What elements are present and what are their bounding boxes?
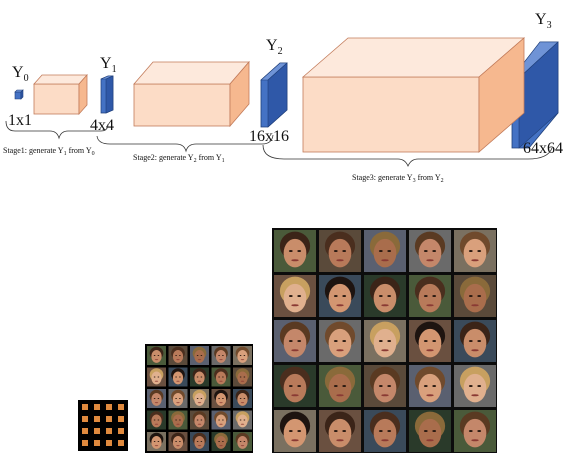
generator-block-stage3	[301, 37, 526, 153]
sample-cell	[82, 428, 88, 434]
sample-cell	[118, 416, 124, 422]
face-sample	[147, 367, 166, 387]
face-sample	[168, 389, 188, 408]
face-sample	[454, 230, 496, 272]
face-sample	[274, 320, 316, 362]
face-sample	[147, 389, 166, 408]
face-sample	[190, 432, 209, 451]
sample-cell	[94, 440, 100, 446]
face-sample	[364, 365, 406, 407]
sample-cell	[106, 404, 112, 410]
face-sample	[211, 367, 231, 387]
face-sample	[233, 410, 252, 430]
sample-cell	[106, 416, 112, 422]
face-sample	[319, 365, 361, 407]
face-sample	[409, 275, 451, 317]
size-label-y1: 4x4	[90, 117, 114, 134]
sample-cell	[106, 428, 112, 434]
face-sample	[319, 320, 361, 362]
face-sample	[319, 275, 361, 317]
sample-cell	[82, 416, 88, 422]
sample-cell	[118, 404, 124, 410]
face-sample	[454, 275, 496, 317]
face-sample	[319, 230, 361, 272]
face-sample	[147, 346, 166, 365]
face-sample	[147, 410, 166, 430]
tensor-y0	[14, 89, 24, 100]
sample-grid-16x16	[145, 344, 253, 453]
size-label-y3: 64x64	[523, 140, 563, 157]
face-sample	[190, 410, 209, 430]
sample-cell	[94, 404, 100, 410]
stage1-caption: Stage1: generate Y1 from Y0	[3, 146, 95, 157]
face-sample	[211, 389, 231, 408]
sample-grid-4x4	[78, 400, 128, 451]
face-sample	[233, 346, 252, 365]
face-sample	[319, 410, 361, 452]
y2-label: Y2	[266, 37, 283, 57]
face-sample	[147, 432, 166, 451]
face-sample	[233, 367, 252, 387]
face-sample	[364, 410, 406, 452]
face-sample	[409, 365, 451, 407]
stage3-brace	[262, 144, 553, 168]
y1-label: Y1	[100, 55, 117, 75]
face-sample	[274, 365, 316, 407]
sample-grid-64x64	[272, 228, 497, 453]
sample-cell	[94, 416, 100, 422]
generator-block-stage1	[33, 73, 88, 116]
sample-cell	[118, 440, 124, 446]
face-sample	[409, 230, 451, 272]
size-label-y2: 16x16	[249, 128, 289, 145]
face-sample	[409, 320, 451, 362]
face-sample	[168, 410, 188, 430]
face-sample	[274, 230, 316, 272]
generator-block-stage2	[133, 60, 250, 128]
face-sample	[454, 410, 496, 452]
tensor-y2	[260, 62, 288, 128]
face-sample	[190, 346, 209, 365]
face-sample	[454, 365, 496, 407]
y0-label: Y0	[12, 64, 29, 84]
sample-cell	[82, 440, 88, 446]
face-sample	[233, 432, 252, 451]
tensor-y1	[100, 75, 114, 114]
face-sample	[168, 346, 188, 365]
face-sample	[233, 389, 252, 408]
face-sample	[190, 389, 209, 408]
face-sample	[274, 410, 316, 452]
face-sample	[211, 346, 231, 365]
y3-label: Y3	[535, 11, 552, 31]
face-sample	[364, 230, 406, 272]
size-label-y0: 1x1	[8, 112, 32, 129]
face-sample	[274, 275, 316, 317]
face-sample	[211, 432, 231, 451]
stage2-brace	[96, 134, 274, 153]
sample-cell	[118, 428, 124, 434]
sample-cell	[106, 440, 112, 446]
face-sample	[168, 432, 188, 451]
face-sample	[409, 410, 451, 452]
stage1-brace	[5, 120, 109, 140]
stage2-caption: Stage2: generate Y2 from Y1	[133, 153, 225, 164]
stage3-caption: Stage3: generate Y3 from Y2	[352, 173, 444, 184]
face-sample	[190, 367, 209, 387]
sample-cell	[82, 404, 88, 410]
face-sample	[211, 410, 231, 430]
sample-cell	[94, 428, 100, 434]
face-sample	[364, 275, 406, 317]
face-sample	[454, 320, 496, 362]
face-sample	[168, 367, 188, 387]
face-sample	[364, 320, 406, 362]
